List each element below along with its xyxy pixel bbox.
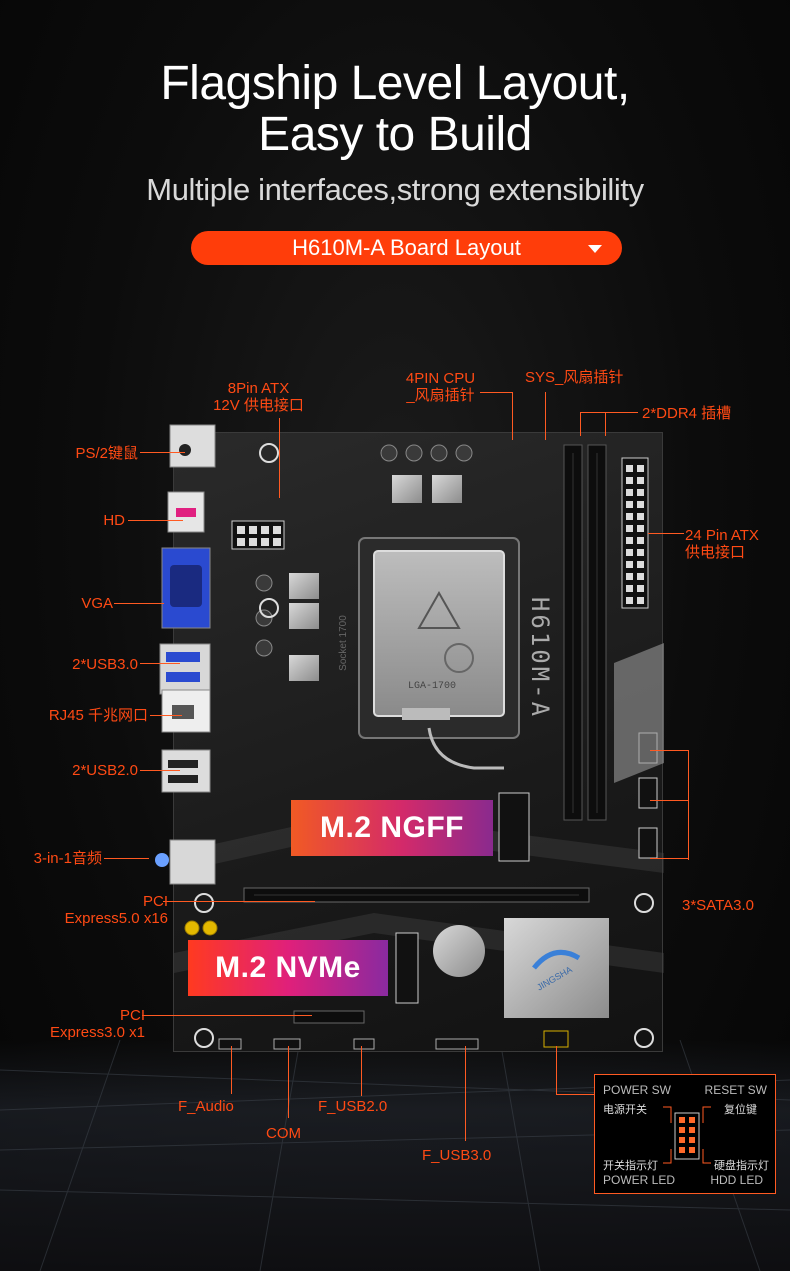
leader-sata-h1 [650, 750, 688, 751]
label-sata: 3*SATA3.0 [682, 897, 754, 914]
leader-ddr4-v1 [580, 412, 581, 436]
leader-faudio [231, 1046, 232, 1094]
leader-usb30 [140, 663, 180, 664]
label-hd: HD [103, 512, 125, 529]
label-rj45: RJ45 千兆网口 [48, 707, 148, 724]
leader-sysfan [545, 392, 546, 440]
page-subtitle: Multiple interfaces,strong extensibility [146, 172, 644, 207]
dropdown-label: H610M-A Board Layout [292, 235, 521, 260]
label-audio: 3-in-1音频 [33, 850, 102, 867]
leader-sata-v [688, 750, 689, 860]
label-vga: VGA [81, 595, 113, 612]
chevron-down-icon [588, 245, 602, 253]
leader-atx8 [279, 418, 280, 498]
leader-audio [104, 858, 149, 859]
power-sw-label: POWER SW [603, 1083, 671, 1097]
leader-usb20 [140, 770, 180, 771]
leader-cpufan-h [480, 392, 512, 393]
page-title-line1: Flagship Level Layout, [160, 57, 630, 110]
leader-pci16 [163, 901, 315, 902]
motherboard: LGA-1700 Socket 1700 H610M-A [173, 432, 664, 1052]
label-f-usb3: F_USB3.0 [422, 1147, 492, 1164]
label-usb30: 2*USB3.0 [72, 656, 138, 673]
label-ddr4: 2*DDR4 插槽 [642, 405, 732, 422]
label-f-usb2: F_USB2.0 [318, 1098, 388, 1115]
hdd-led-label: HDD LED [710, 1173, 763, 1187]
page-title-line2: Easy to Build [258, 108, 532, 161]
panel-header-diagram [663, 1106, 711, 1164]
board-model-text: H610M-A [526, 597, 554, 719]
board-layout-dropdown[interactable]: H610M-A Board Layout [191, 231, 622, 265]
label-f-audio: F_Audio [178, 1098, 234, 1115]
m2-nvme-banner: M.2 NVMe [188, 940, 388, 996]
leader-panel-v [556, 1046, 557, 1094]
socket-text: LGA-1700 [408, 681, 456, 692]
power-led-label: POWER LED [603, 1173, 676, 1187]
leader-vga [114, 603, 164, 604]
leader-panel-h [556, 1094, 594, 1095]
label-usb20: 2*USB2.0 [72, 762, 138, 779]
m2-ngff-banner: M.2 NGFF [291, 800, 493, 856]
label-com: COM [266, 1125, 301, 1142]
leader-fusb2 [361, 1046, 362, 1096]
leader-hd [128, 520, 183, 521]
leader-ps2 [140, 452, 185, 453]
rear-io-ports [159, 424, 216, 793]
reset-sw-label: RESET SW [704, 1083, 767, 1097]
leader-sata-h3 [650, 858, 688, 859]
leader-cpufan-v [512, 392, 513, 440]
hdd-led-cn-label: 硬盘指示灯 [714, 1160, 769, 1172]
leader-ddr4-h [580, 412, 638, 413]
front-panel-pinout: POWER SW 电源开关 RESET SW 复位键 开关指示灯 POWER L… [594, 1074, 776, 1194]
label-ps2: PS/2键鼠 [75, 445, 138, 462]
label-sys-fan: SYS_风扇插针 [525, 369, 624, 386]
socket-side-text: Socket 1700 [338, 615, 349, 671]
leader-atx24 [648, 533, 684, 534]
reset-sw-cn-label: 复位键 [724, 1104, 757, 1116]
label-cpu-fan: 4PIN CPU_风扇插针 [405, 370, 476, 404]
power-sw-cn-label: 电源开关 [603, 1104, 647, 1116]
leader-fusb3 [465, 1046, 466, 1141]
leader-rj45 [150, 715, 182, 716]
leader-pci1 [142, 1015, 312, 1016]
leader-sata-h2 [650, 800, 688, 801]
power-led-cn-label: 开关指示灯 [603, 1160, 658, 1172]
leader-com [288, 1046, 289, 1118]
leader-ddr4-v2 [605, 412, 606, 436]
audio-port [155, 839, 216, 885]
